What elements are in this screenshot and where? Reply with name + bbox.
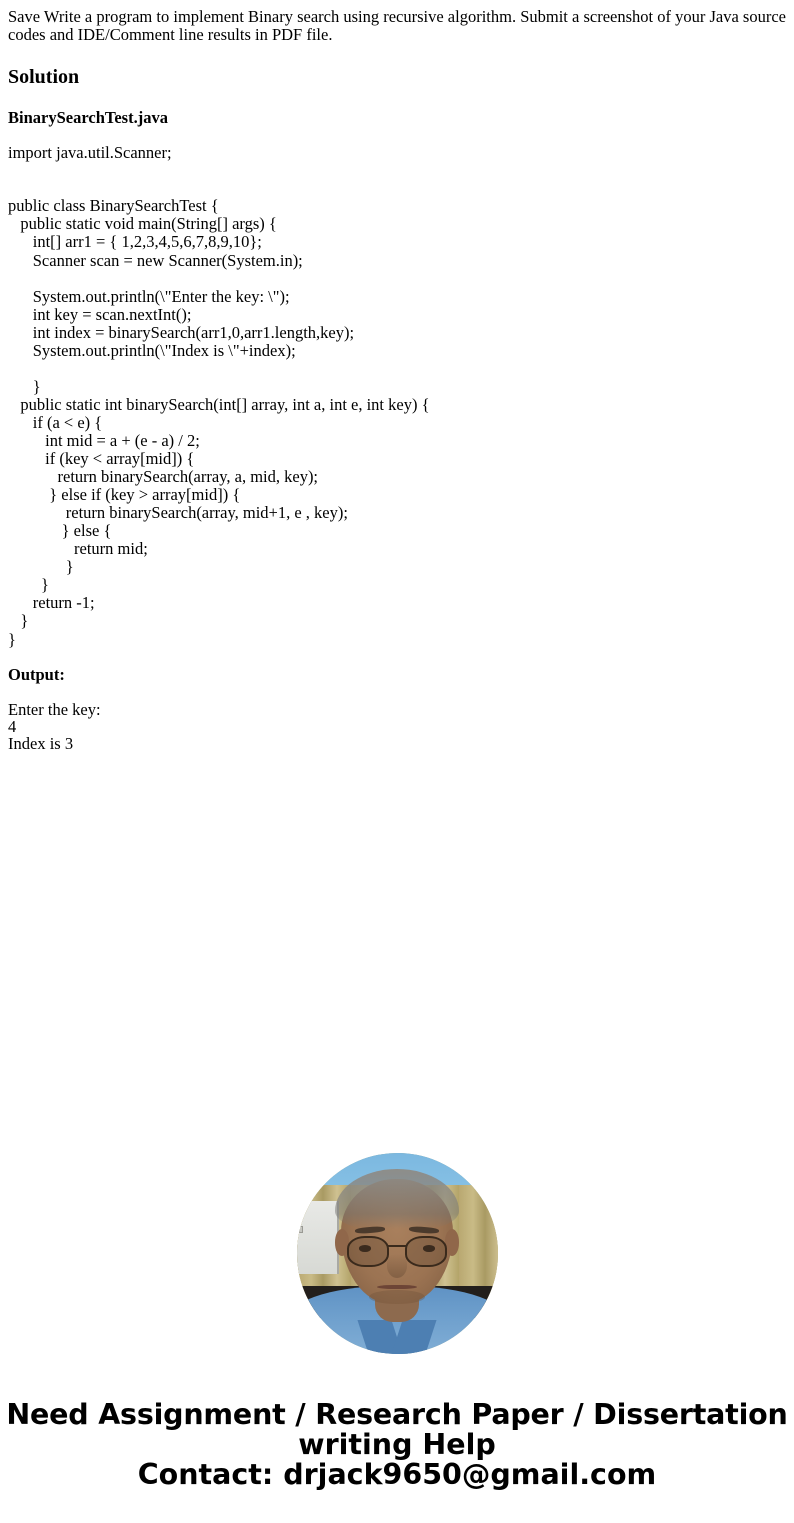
java-source-code: public class BinarySearchTest { public s… [8, 196, 430, 649]
photo-eye-right [423, 1245, 436, 1252]
intro-paragraph: Save Write a program to implement Binary… [8, 7, 786, 45]
photo-switch-plate [298, 1225, 303, 1233]
photo-ear-left [334, 1229, 349, 1256]
footer-headline-line-1: Need Assignment / Research Paper / Disse… [6, 1398, 788, 1431]
file-name-label: BinarySearchTest.java [8, 107, 168, 127]
spacer [8, 128, 786, 144]
photo-ear-right [445, 1229, 460, 1256]
spacer [8, 45, 786, 65]
photo-eye-left [358, 1245, 371, 1252]
import-statement: import java.util.Scanner; [8, 142, 172, 162]
spacer [8, 162, 786, 197]
photo-eyeglass-right [405, 1236, 448, 1267]
output-heading: Output: [8, 664, 65, 684]
photo-eyeglass-bridge [387, 1245, 407, 1248]
solution-heading: Solution [8, 65, 80, 88]
spacer [8, 89, 786, 109]
photo-wall-panel [296, 1201, 339, 1274]
document-body: Save Write a program to implement Binary… [0, 0, 794, 753]
avatar [296, 1153, 498, 1354]
photo-mouth [376, 1284, 418, 1290]
spacer [8, 685, 786, 701]
photo-hair [334, 1169, 460, 1230]
footer-contact-block: Need Assignment / Research Paper / Disse… [0, 1400, 794, 1490]
photo-chin-shadow [368, 1289, 426, 1304]
avatar-container [0, 1153, 794, 1354]
footer-headline-line-2: writing Help [298, 1428, 496, 1461]
photo-nose [386, 1253, 408, 1278]
footer-contact-email: Contact: drjack9650@gmail.com [137, 1458, 657, 1491]
photo-eyeglass-left [346, 1236, 389, 1267]
spacer [8, 649, 786, 666]
program-output: Enter the key: 4 Index is 3 [8, 699, 101, 754]
